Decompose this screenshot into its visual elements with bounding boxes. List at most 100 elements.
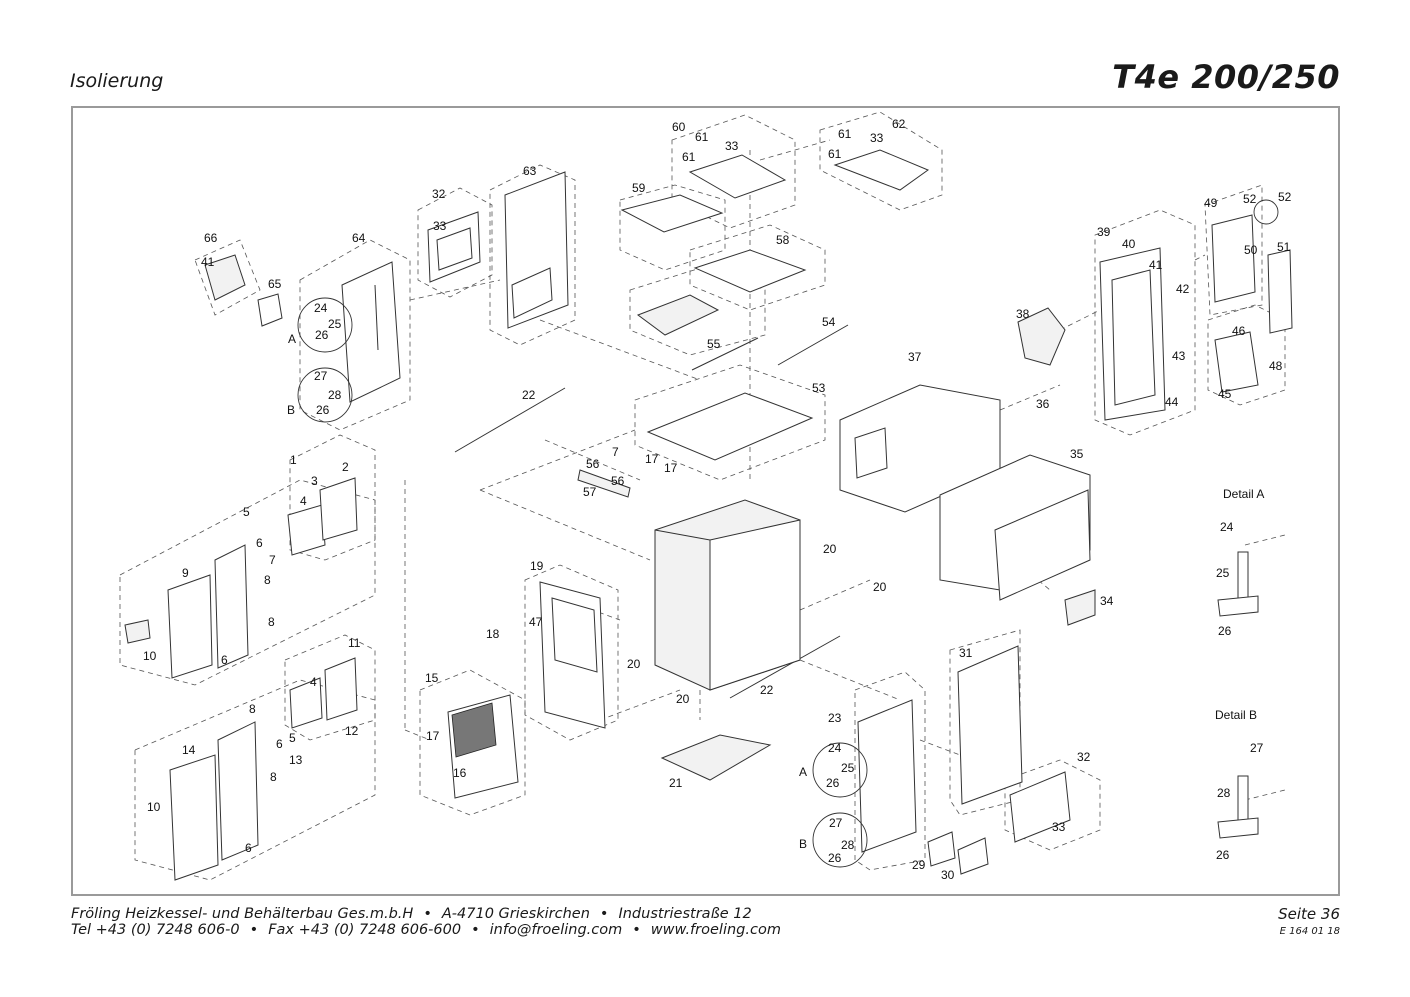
callout-53: 53 xyxy=(812,381,826,395)
callout-36: 36 xyxy=(1036,397,1050,411)
callout-8: 8 xyxy=(249,702,256,716)
callout-26: 26 xyxy=(316,403,330,417)
group-outlines xyxy=(119,111,1286,881)
callout-6: 6 xyxy=(256,536,263,550)
footer-bullet: • xyxy=(599,906,609,922)
callout-55: 55 xyxy=(707,337,721,351)
callout-6: 6 xyxy=(276,737,283,751)
document-code: E 164 01 18 xyxy=(1279,926,1340,937)
callout-59: 59 xyxy=(632,181,646,195)
callout-9: 9 xyxy=(182,566,189,580)
callout-28: 28 xyxy=(1217,786,1231,800)
footer-bullet: • xyxy=(632,922,641,938)
callout-20: 20 xyxy=(627,657,641,671)
callout-44: 44 xyxy=(1165,395,1179,409)
callout-35: 35 xyxy=(1070,447,1084,461)
footer-fax: Fax +43 (0) 7248 606-600 xyxy=(268,922,462,938)
footer-tel: Tel +43 (0) 7248 606-0 xyxy=(71,922,240,938)
parts xyxy=(124,149,1293,881)
callout-41: 41 xyxy=(1149,258,1163,272)
callout-27: 27 xyxy=(829,816,843,830)
marker-b: B xyxy=(799,837,807,851)
callout-17: 17 xyxy=(664,461,678,475)
marker-b: B xyxy=(287,403,295,417)
callout-21: 21 xyxy=(669,776,683,790)
callout-61: 61 xyxy=(682,150,696,164)
footer-bullet: • xyxy=(423,906,432,922)
callout-26: 26 xyxy=(1218,624,1232,638)
detail-a-title: Detail A xyxy=(1223,487,1264,501)
callout-33: 33 xyxy=(433,219,447,233)
callout-39: 39 xyxy=(1097,225,1111,239)
footer-company-line: Fröling Heizkessel- und Behälterbau Ges.… xyxy=(71,906,752,922)
callout-26: 26 xyxy=(828,851,842,865)
callout-4: 4 xyxy=(310,675,317,689)
callout-5: 5 xyxy=(243,505,250,519)
callout-61: 61 xyxy=(828,147,842,161)
callout-38: 38 xyxy=(1016,307,1030,321)
callout-7: 7 xyxy=(269,553,276,567)
callout-46: 46 xyxy=(1232,324,1246,338)
callout-32: 32 xyxy=(1077,750,1091,764)
footer-web[interactable]: www.froeling.com xyxy=(650,922,781,938)
callout-11: 11 xyxy=(348,636,361,650)
callout-54: 54 xyxy=(822,315,836,329)
footer-street: Industriestraße 12 xyxy=(618,906,752,922)
callout-33: 33 xyxy=(870,131,884,145)
footer-contact-line: Tel +43 (0) 7248 606-0 • Fax +43 (0) 7248 … xyxy=(71,922,781,938)
marker-a: A xyxy=(288,332,296,346)
callout-14: 14 xyxy=(182,743,196,757)
detail-b-title: Detail B xyxy=(1215,708,1257,722)
callout-37: 37 xyxy=(908,350,922,364)
callout-64: 64 xyxy=(352,231,366,245)
callout-57: 57 xyxy=(583,485,597,499)
callout-22: 22 xyxy=(760,683,774,697)
callout-10: 10 xyxy=(143,649,157,663)
callout-28: 28 xyxy=(841,838,855,852)
callout-25: 25 xyxy=(841,761,855,775)
callout-31: 31 xyxy=(959,646,973,660)
callout-63: 63 xyxy=(523,164,537,178)
callout-62: 62 xyxy=(892,117,906,131)
callout-61: 61 xyxy=(695,130,709,144)
footer-company: Fröling Heizkessel- und Behälterbau Ges.… xyxy=(71,906,414,922)
callout-56: 56 xyxy=(586,457,600,471)
marker-a: A xyxy=(799,765,807,779)
callout-48: 48 xyxy=(1269,359,1283,373)
callout-49: 49 xyxy=(1204,196,1218,210)
callout-56: 56 xyxy=(611,474,625,488)
callout-58: 58 xyxy=(776,233,790,247)
page-number: Seite 36 xyxy=(1278,905,1340,923)
callout-19: 19 xyxy=(530,559,544,573)
callout-4: 4 xyxy=(300,494,307,508)
callout-1: 1 xyxy=(290,453,297,467)
callout-26: 26 xyxy=(826,776,840,790)
footer-email[interactable]: info@froeling.com xyxy=(489,922,623,938)
callout-26: 26 xyxy=(315,328,329,342)
callout-25: 25 xyxy=(1216,566,1230,580)
callout-5: 5 xyxy=(289,731,296,745)
callout-33: 33 xyxy=(725,139,739,153)
callout-24: 24 xyxy=(1220,520,1234,534)
footer-city: A-4710 Grieskirchen xyxy=(441,906,590,922)
callout-17: 17 xyxy=(426,729,440,743)
callout-32: 32 xyxy=(432,187,446,201)
model-title: T4e 200/250 xyxy=(1112,58,1340,96)
callout-6: 6 xyxy=(221,653,228,667)
callout-15: 15 xyxy=(425,671,439,685)
footer-bullet: • xyxy=(471,922,480,938)
callout-2: 2 xyxy=(342,460,349,474)
callout-30: 30 xyxy=(941,868,955,882)
callout-41: 41 xyxy=(201,255,215,269)
callout-43: 43 xyxy=(1172,349,1186,363)
callout-6: 6 xyxy=(245,841,252,855)
callout-20: 20 xyxy=(823,542,837,556)
callout-17: 17 xyxy=(645,452,659,466)
callout-18: 18 xyxy=(486,627,500,641)
callout-47: 47 xyxy=(529,615,543,629)
callout-45: 45 xyxy=(1218,387,1232,401)
callout-22: 22 xyxy=(522,388,536,402)
callout-66: 66 xyxy=(204,231,218,245)
footer-bullet: • xyxy=(249,922,259,938)
